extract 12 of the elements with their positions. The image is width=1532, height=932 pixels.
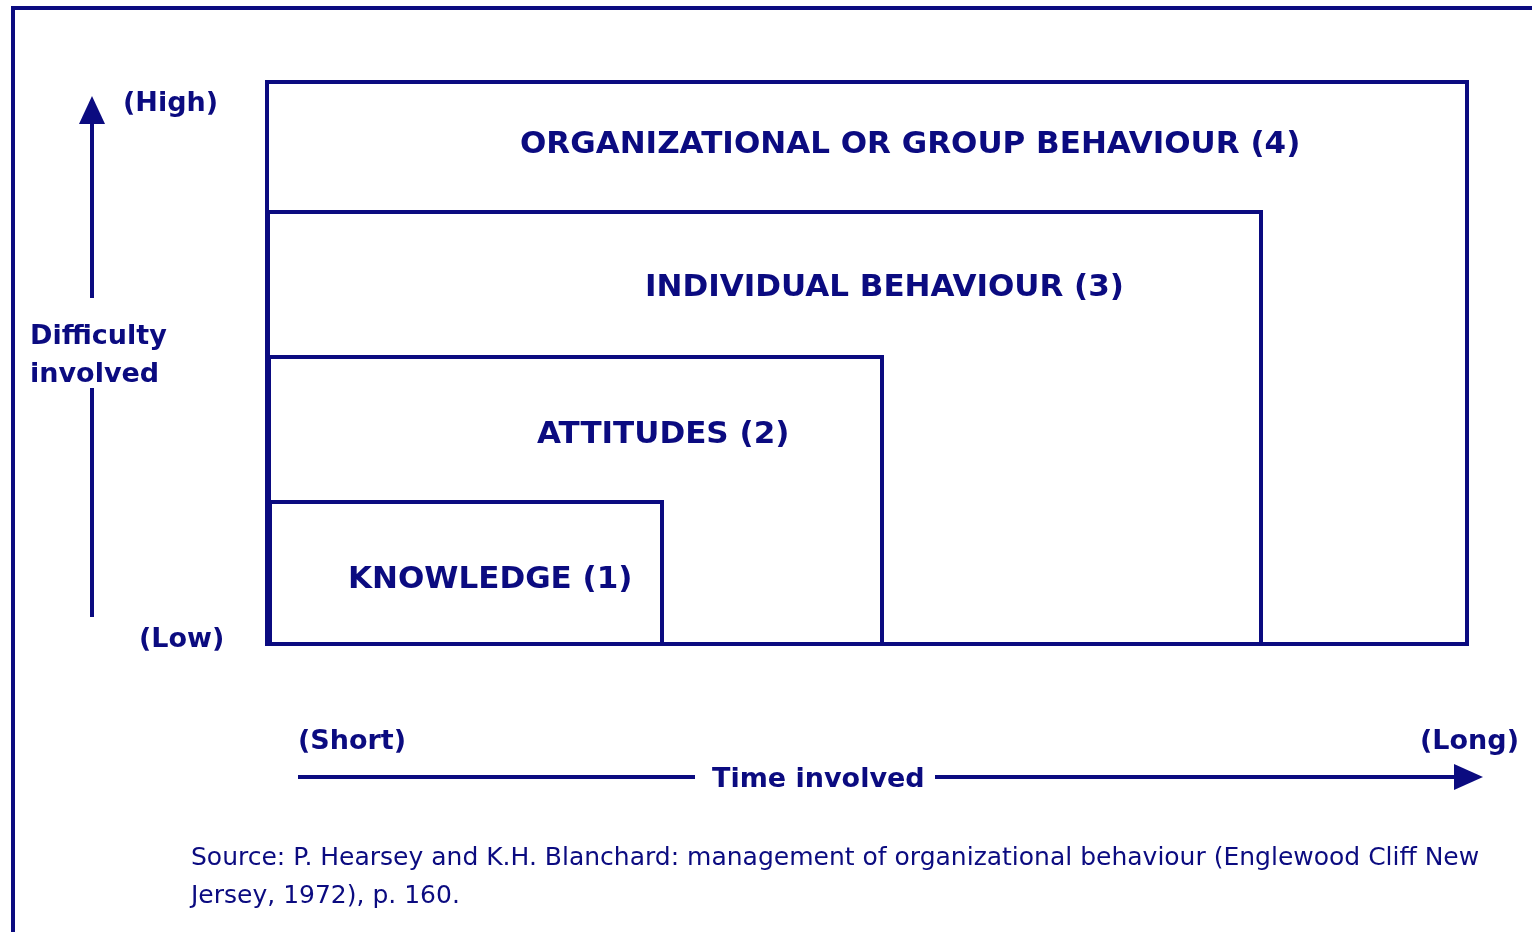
box-title: ATTITUDES (2) [537,414,790,450]
nested-box [265,80,1469,646]
box-title: ORGANIZATIONAL OR GROUP BEHAVIOUR (4) [520,124,1301,160]
axis-title: Difficulty involved [30,318,168,390]
axis-end-label: (Low) [139,622,225,653]
axis-end-label: (Short) [298,724,407,755]
box-title: KNOWLEDGE (1) [348,559,633,595]
box-title: INDIVIDUAL BEHAVIOUR (3) [645,267,1125,303]
axis-title: Time involved [712,762,925,793]
axis-end-label: (High) [123,86,219,117]
source-note: Source: P. Hearsey and K.H. Blanchard: management of organizational behaviour (Englewood Cliff New Jersey, 1972), p. 160. [191,841,1481,911]
axis-end-label: (Long) [1420,724,1519,755]
